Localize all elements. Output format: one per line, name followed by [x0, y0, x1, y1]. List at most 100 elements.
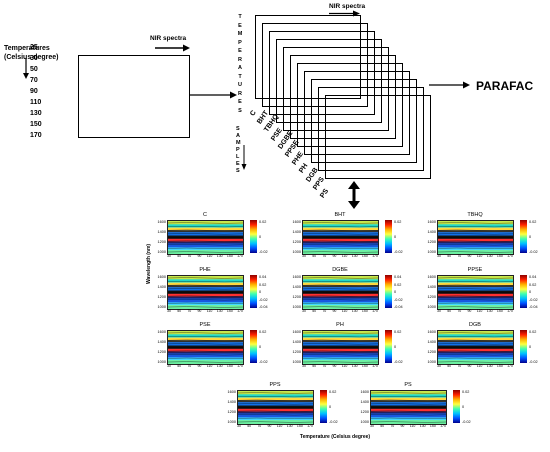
- heatmap-image: [168, 276, 243, 309]
- heatmap-band: [303, 238, 378, 242]
- temperatures-letter: U: [238, 82, 242, 88]
- contour-line: [438, 240, 513, 242]
- x-tick-label: 50: [380, 424, 385, 428]
- contour-line: [303, 288, 378, 290]
- x-tick-label: 70: [457, 254, 462, 258]
- contour-line: [438, 226, 513, 228]
- heatmap-band: [303, 357, 378, 361]
- x-tick-label: 150: [496, 309, 503, 313]
- heatmap-band: [438, 298, 513, 303]
- contour-line: [168, 343, 243, 345]
- y-tick-label: 1600: [292, 275, 301, 279]
- contour-line: [303, 226, 378, 228]
- x-tick-label: 90: [467, 364, 472, 368]
- colorbar-tick-label: 0.02: [462, 390, 470, 394]
- heatmap-band: [238, 411, 313, 414]
- x-tick-label: 130: [486, 254, 493, 258]
- temperature-value: 30: [30, 55, 38, 62]
- heatmap-band: [303, 340, 378, 343]
- contour-line: [303, 299, 378, 301]
- colorbar-tick-label: -0.02: [394, 297, 403, 302]
- heatmap-band: [303, 351, 378, 354]
- heatmap-image: [438, 276, 513, 309]
- heatmap-plot: [302, 220, 379, 255]
- temperatures-letter: E: [238, 22, 242, 29]
- contour-line: [371, 407, 446, 408]
- stack-matrix: [269, 31, 375, 115]
- heatmap-band: [438, 353, 513, 358]
- x-tick-label: 30: [167, 364, 171, 368]
- contour-line: [438, 277, 513, 279]
- colorbar-tick-label: -0.02: [394, 360, 403, 364]
- x-tick-label: 110: [206, 364, 213, 368]
- heatmap-band: [438, 285, 513, 288]
- heatmap-band: [303, 247, 378, 251]
- contour-line: [168, 222, 243, 224]
- contour-line: [238, 410, 313, 412]
- colorbar-tick-label: 0: [462, 405, 465, 409]
- heatmap-image: [168, 331, 243, 364]
- x-tick-label: 110: [341, 364, 348, 368]
- contour-line: [168, 302, 243, 304]
- x-tick-label: 110: [476, 254, 483, 258]
- colorbar: [250, 275, 257, 308]
- heatmap-plot: [167, 275, 244, 310]
- colorbar-tick-label: 0: [259, 290, 262, 294]
- temperatures-letter: T: [238, 14, 242, 20]
- contour-line: [303, 251, 378, 253]
- heatmap-band: [168, 302, 243, 306]
- nir-spectra-label-stack: NIR spectra: [329, 3, 366, 10]
- heatmap-title: PSE: [199, 322, 211, 328]
- heatmap-band: [303, 334, 378, 338]
- heatmap-band: [438, 345, 513, 349]
- stack-matrix: [304, 71, 410, 155]
- samples-letter: L: [236, 154, 240, 160]
- contour-line: [303, 292, 378, 293]
- contour-line: [303, 306, 378, 308]
- x-tick-label: 170: [507, 309, 513, 313]
- heatmap-band: [303, 241, 378, 244]
- heatmap-band: [438, 293, 513, 297]
- heatmap-band: [168, 279, 243, 283]
- contour-line: [371, 417, 446, 419]
- x-tick-label: 90: [467, 254, 472, 258]
- heatmap-band: [371, 397, 446, 401]
- heatmap-band: [303, 224, 378, 228]
- heatmap-band: [168, 241, 243, 244]
- heatmap-band: [303, 290, 378, 294]
- heatmap-band: [303, 293, 378, 297]
- contour-line: [438, 222, 513, 224]
- heatmap-band: [438, 334, 513, 338]
- heatmap-band: [168, 282, 243, 286]
- contour-line: [303, 347, 378, 348]
- x-tick-label: 170: [372, 309, 378, 313]
- colorbar-tick-label: 0.02: [394, 220, 402, 224]
- x-tick-label: 70: [322, 309, 327, 313]
- x-tick-label: 110: [276, 424, 283, 428]
- heatmap-band: [438, 227, 513, 231]
- temperature-value: 70: [30, 77, 38, 84]
- heatmap-band: [438, 348, 513, 352]
- heatmap-plot: [370, 390, 447, 425]
- heatmap-band: [438, 340, 513, 343]
- colorbar: [385, 330, 392, 363]
- contour-line: [303, 240, 378, 242]
- x-tick-label: 170: [372, 364, 378, 368]
- heatmap-image: [371, 391, 446, 424]
- colorbar-tick-label: -0.02: [259, 360, 268, 364]
- temperatures-letter: P: [238, 39, 242, 46]
- colorbar: [385, 220, 392, 253]
- x-tick-label: 30: [167, 309, 171, 313]
- contour-line: [438, 288, 513, 290]
- heatmap-band: [168, 293, 243, 297]
- nir-arrow-stack: [329, 10, 360, 17]
- contour-line: [371, 414, 446, 416]
- contour-line: [238, 407, 313, 408]
- y-tick-label: 1000: [292, 250, 301, 254]
- colorbar-tick-label: 0.02: [529, 330, 537, 334]
- y-tick-label: 1400: [360, 400, 369, 404]
- samples-down-arrow: [241, 145, 247, 170]
- colorbar-tick-label: -0.02: [462, 420, 471, 424]
